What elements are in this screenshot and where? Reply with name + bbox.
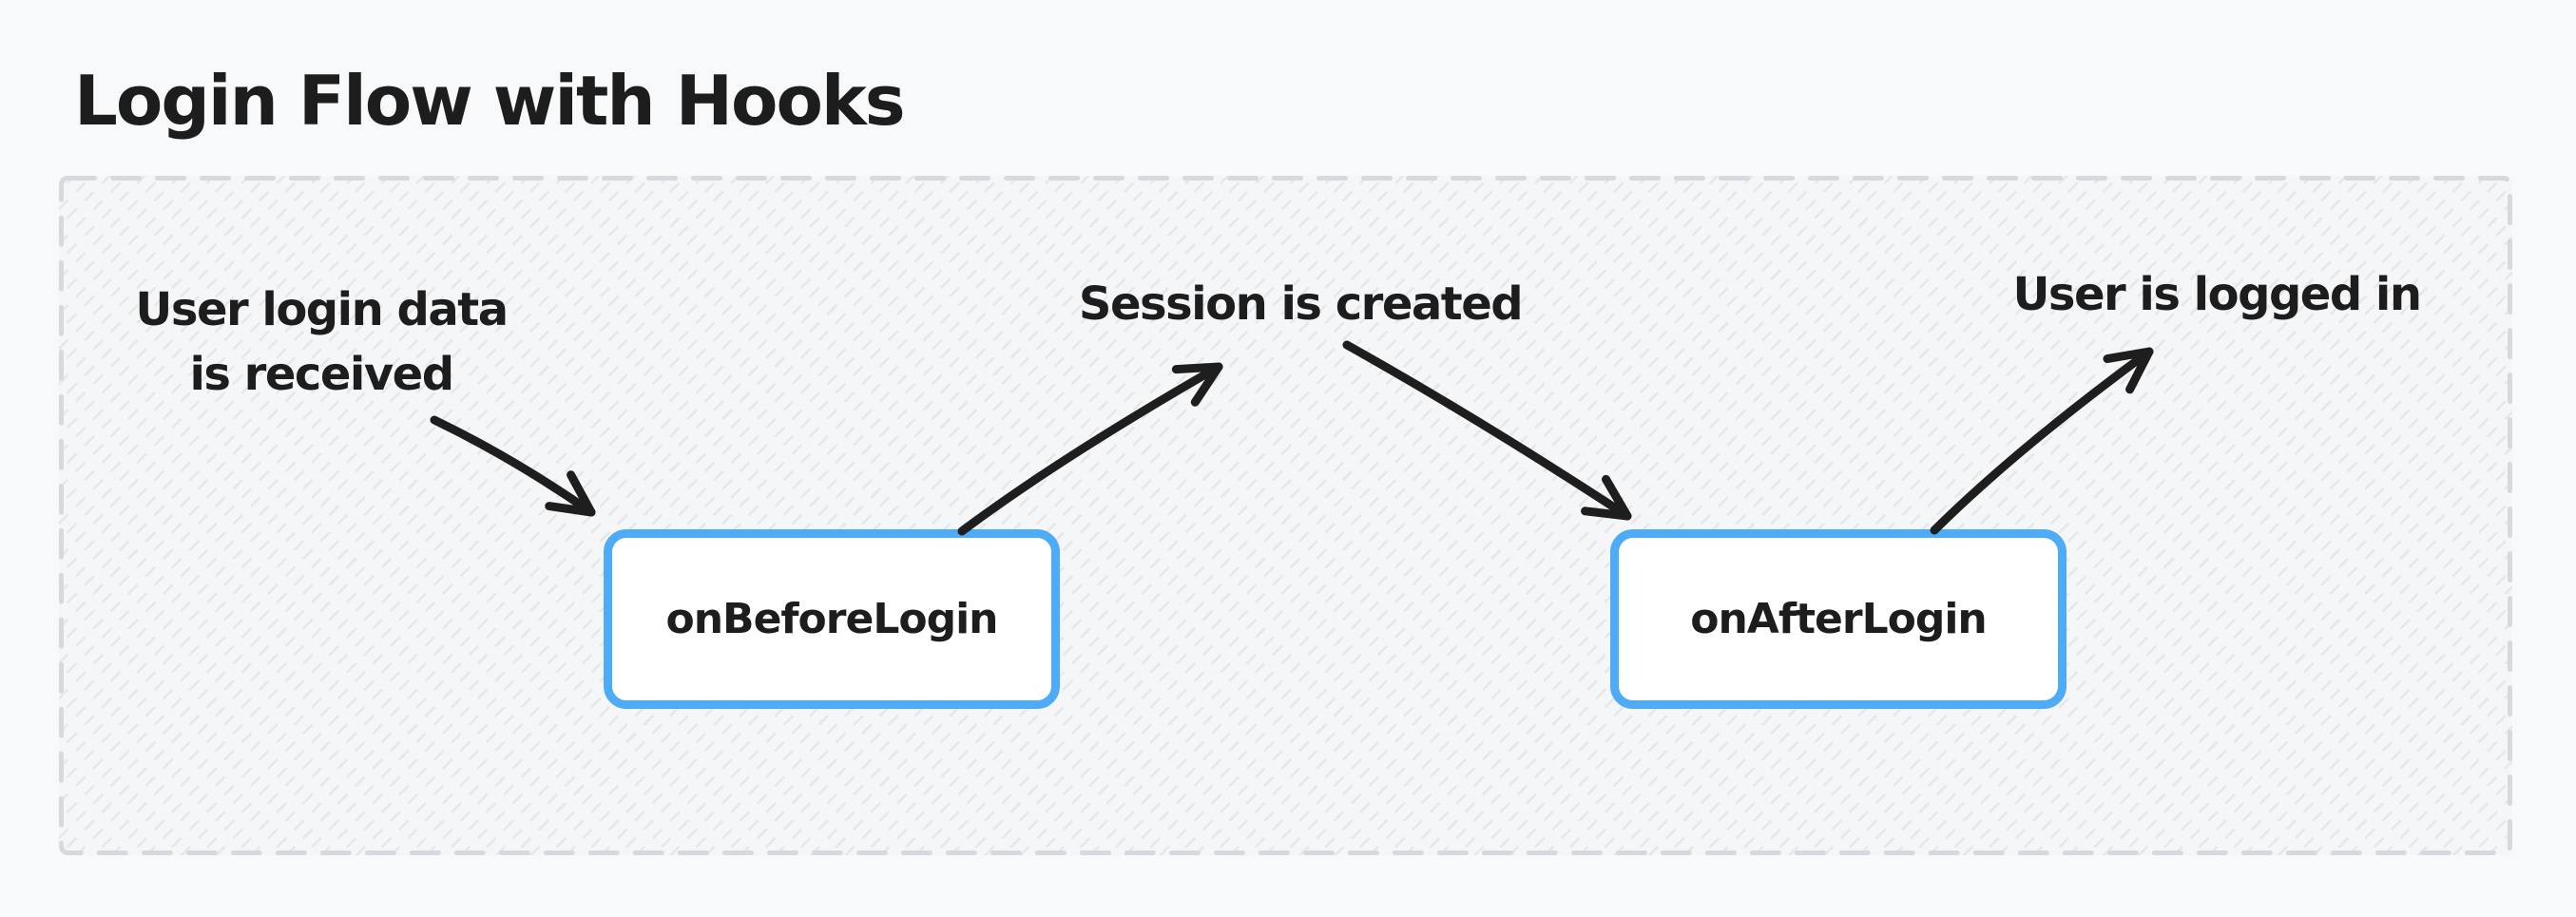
annotation-user-is-logged-in: User is logged in <box>2012 268 2422 321</box>
page-title: Login Flow with Hooks <box>74 61 906 141</box>
annotation-session-is-created: Session is created <box>1078 277 1524 331</box>
annotation-user-login-data-received: User login data is received <box>135 283 509 402</box>
node-onbeforelogin: onBeforeLogin <box>604 529 1060 709</box>
node-onafterlogin: onAfterLogin <box>1610 529 2067 709</box>
